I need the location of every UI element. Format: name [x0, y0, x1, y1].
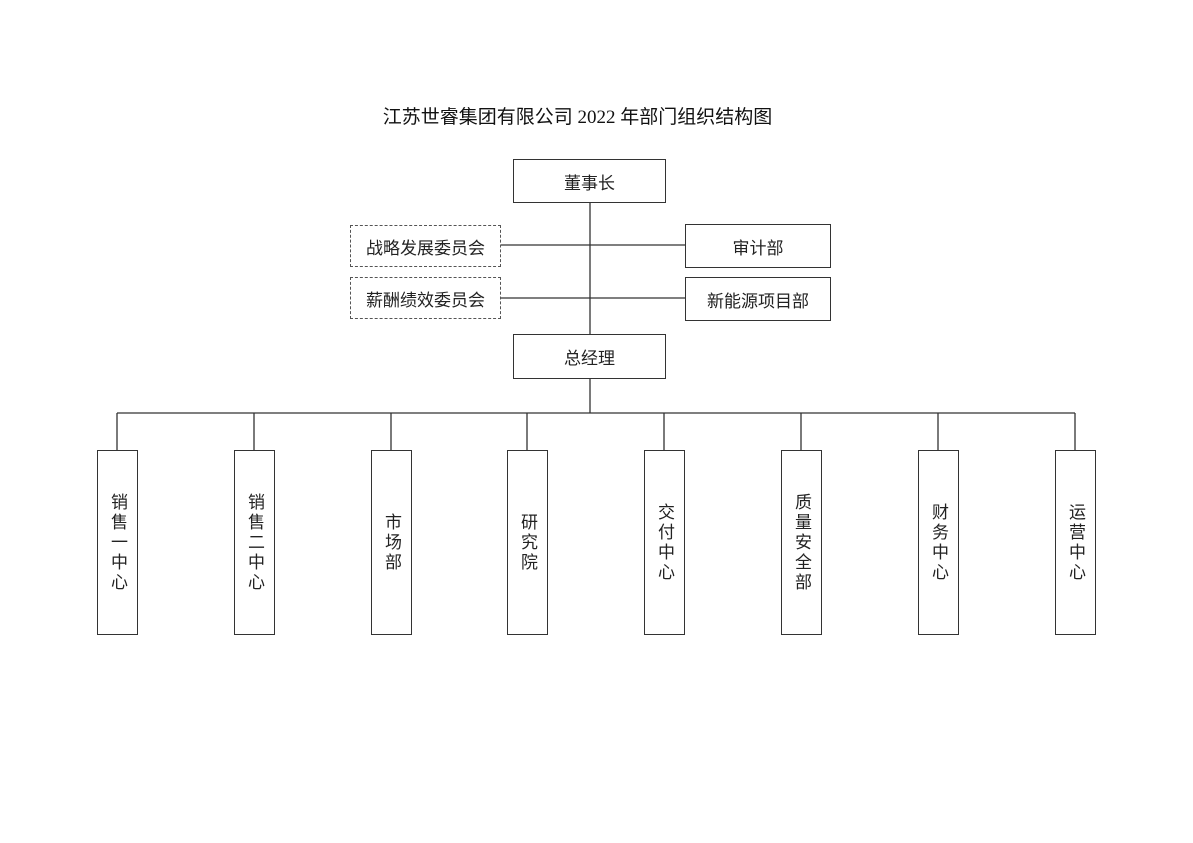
node-strategy-committee: 战略发展委员会	[350, 225, 501, 267]
department-label: 市场部	[382, 512, 401, 573]
node-department: 运营中心	[1055, 450, 1096, 635]
node-audit-dept: 审计部	[685, 224, 831, 268]
node-department: 销售二中心	[234, 450, 275, 635]
department-label: 销售二中心	[245, 492, 264, 593]
chart-title: 江苏世睿集团有限公司 2022 年部门组织结构图	[382, 107, 773, 128]
node-department: 交付中心	[644, 450, 685, 635]
department-label: 交付中心	[655, 502, 674, 583]
node-department: 市场部	[371, 450, 412, 635]
node-chairman: 董事长	[513, 159, 666, 203]
node-new-energy-dept: 新能源项目部	[685, 277, 831, 321]
department-label: 财务中心	[929, 502, 948, 583]
node-compensation-committee: 薪酬绩效委员会	[350, 277, 501, 319]
node-department: 研究院	[507, 450, 548, 635]
node-department: 财务中心	[918, 450, 959, 635]
department-label: 运营中心	[1066, 502, 1085, 583]
department-label: 研究院	[518, 512, 537, 573]
department-label: 质量安全部	[792, 492, 811, 593]
node-general-manager: 总经理	[513, 334, 666, 379]
department-label: 销售一中心	[108, 492, 127, 593]
node-department: 质量安全部	[781, 450, 822, 635]
node-department: 销售一中心	[97, 450, 138, 635]
